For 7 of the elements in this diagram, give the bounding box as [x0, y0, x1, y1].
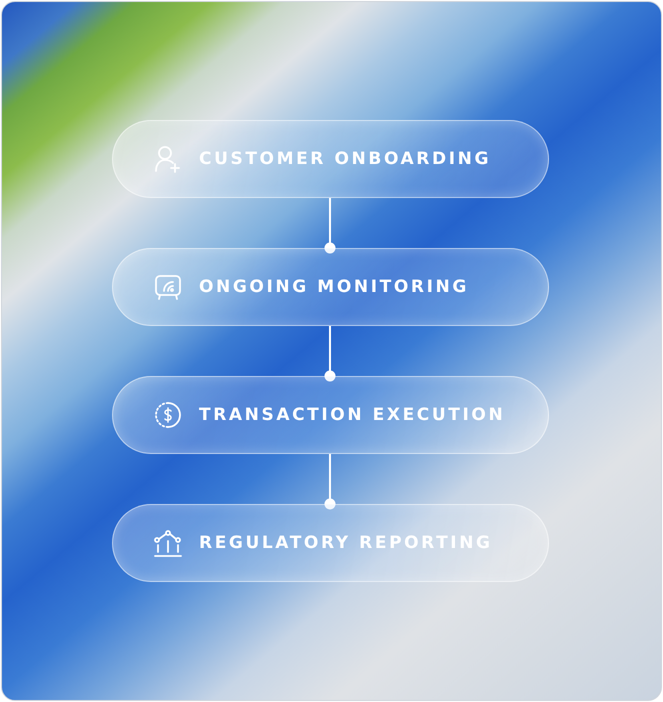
step-label: TRANSACTION EXECUTION: [199, 405, 506, 425]
step-label: REGULATORY REPORTING: [199, 533, 493, 553]
connector-line: [324, 198, 336, 254]
step-label: CUSTOMER ONBOARDING: [199, 149, 492, 169]
connector-line: [324, 454, 336, 510]
connector-line: [324, 326, 336, 382]
step-label: ONGOING MONITORING: [199, 277, 469, 297]
